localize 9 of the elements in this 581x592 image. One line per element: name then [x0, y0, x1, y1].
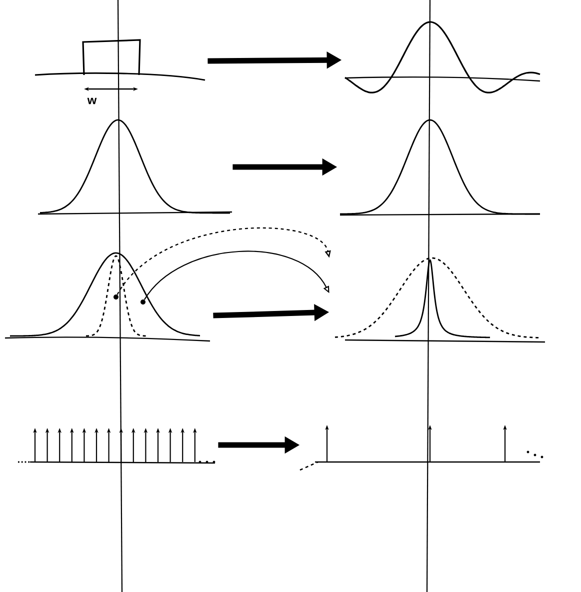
graph-drawing	[344, 21, 540, 94]
graph-drawing	[38, 119, 232, 215]
graph-drawing	[34, 39, 206, 81]
arrow	[144, 250, 330, 300]
arrow	[116, 227, 331, 295]
graph-drawing	[334, 257, 545, 343]
graph-drawing	[340, 119, 540, 216]
graph-drawing	[4, 252, 210, 342]
dimension-label: w	[87, 98, 97, 104]
